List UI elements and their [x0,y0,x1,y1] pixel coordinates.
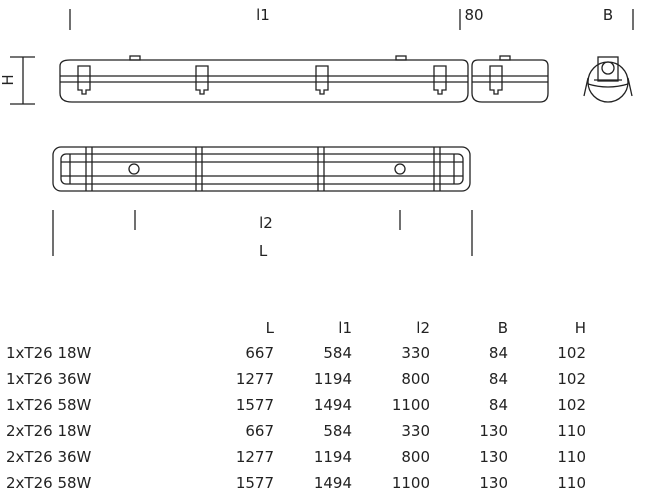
table-row: 2xT26 18W 667 584 330 130 110 [6,418,586,444]
table-row: 1xT26 36W 1277 1194 800 84 102 [6,366,586,392]
table-cell: 84 [488,370,508,388]
table-cell: 2xT26 58W [6,474,92,492]
top-view [52,146,471,192]
table-cell: 667 [245,422,274,440]
table-cell: 102 [557,370,586,388]
table-cell: 1277 [235,370,274,388]
table-cell: 1100 [391,474,430,492]
table-cell: 1xT26 18W [6,344,92,362]
table-cell: 1194 [313,370,352,388]
table-cell: 110 [557,422,586,440]
dimension-lines [10,9,634,256]
table-cell: 1100 [391,396,430,414]
table-row: 1xT26 18W 667 584 330 84 102 [6,340,586,366]
table-cell: 1494 [313,396,352,414]
table-header-row: L l1 l2 B H [6,316,586,340]
table-cell: 84 [488,344,508,362]
table-cell: 1xT26 36W [6,370,92,388]
table-cell: 584 [323,422,352,440]
table-cell: 584 [323,344,352,362]
dim-label-b: B [603,6,613,24]
table-row: 2xT26 58W 1577 1494 1100 130 110 [6,470,586,496]
table-cell: 110 [557,448,586,466]
table-cell: 800 [401,370,430,388]
table-cell: 1577 [235,396,274,414]
table-header-cell: H [574,319,586,337]
table-cell: 667 [245,344,274,362]
table-cell: 2xT26 36W [6,448,92,466]
table-cell: 1277 [235,448,274,466]
table-cell: 1194 [313,448,352,466]
dim-label-80: 80 [464,6,483,24]
table-header-cell: L [265,319,274,337]
technical-drawing: l1 80 B H l2 L [0,6,634,260]
table-header-cell: l2 [416,319,430,337]
end-segment-view [471,55,549,103]
table-cell: 110 [557,474,586,492]
table-cell: 1xT26 58W [6,396,92,414]
table-header-cell: B [497,319,508,337]
table-cell: 102 [557,344,586,362]
table-cell: 330 [401,422,430,440]
table-row: 1xT26 58W 1577 1494 1100 84 102 [6,392,586,418]
specs-table: L l1 l2 B H 1xT26 18W 667 584 330 84 102… [6,316,586,496]
table-cell: 800 [401,448,430,466]
table-row: 2xT26 36W 1277 1194 800 130 110 [6,444,586,470]
table-cell: 102 [557,396,586,414]
dim-label-l2: l2 [259,214,273,232]
table-cell: 130 [479,422,508,440]
dim-label-l: L [259,242,268,260]
table-cell: 1577 [235,474,274,492]
cross-section-view [583,56,633,103]
table-cell: 2xT26 18W [6,422,92,440]
table-cell: 330 [401,344,430,362]
table-header-cell: l1 [338,319,352,337]
side-view [59,55,469,103]
table-cell: 130 [479,448,508,466]
table-cell: 84 [488,396,508,414]
dim-label-h: H [0,74,17,85]
table-cell: 130 [479,474,508,492]
table-header-cell [6,316,218,340]
dim-label-l1: l1 [256,6,270,24]
table-cell: 1494 [313,474,352,492]
